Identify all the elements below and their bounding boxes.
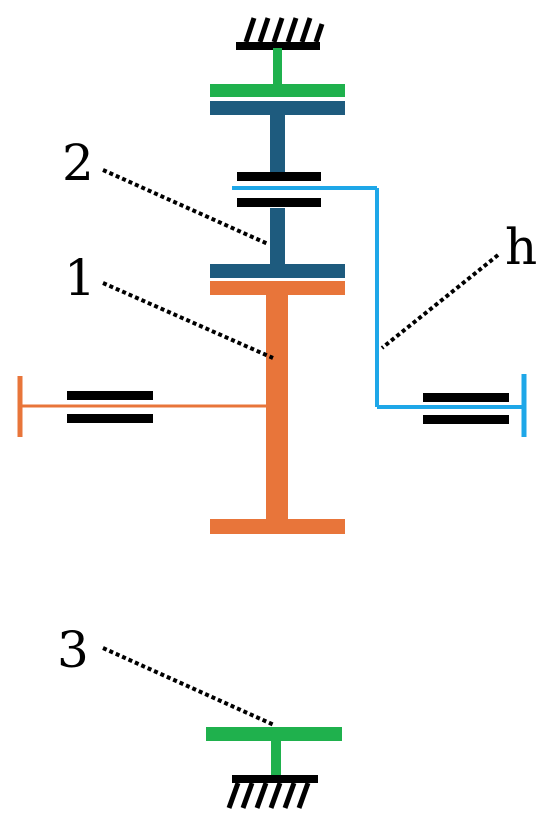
planet-gear-2-bottom-bar: [210, 264, 345, 278]
ring-gear-3-bottom-stem: [271, 741, 281, 777]
planet-gear-2-lower-hub: [270, 208, 285, 266]
left-bearing-bottom: [67, 414, 153, 423]
left-bearing: [67, 391, 153, 423]
leader-line-3: [102, 646, 275, 727]
leader-line-2: [102, 168, 269, 246]
planet-bearing: [237, 172, 321, 207]
planet-gear-2-upper-hub: [270, 115, 285, 175]
sun-gear-1-top-bar: [210, 281, 345, 295]
bottom-ground: [226, 775, 318, 809]
right-bearing: [423, 393, 509, 424]
left-bearing-top: [67, 391, 153, 400]
top-ground: [236, 17, 325, 50]
ring-gear-3-bottom-bar: [206, 727, 342, 741]
ring-gear-3-top-stem: [273, 48, 282, 86]
sun-gear-1: [17, 281, 345, 534]
label-carrier-h: h: [505, 218, 537, 276]
planet-bearing-bottom: [237, 198, 321, 207]
right-bearing-top: [423, 393, 509, 402]
leader-line-1: [102, 281, 274, 360]
label-gear-2: 2: [62, 134, 94, 192]
ring-gear-3-top-bar: [210, 84, 345, 97]
sun-gear-1-bottom-bar: [210, 519, 345, 534]
ring-gear-3-bottom: [206, 727, 342, 777]
label-gear-1: 1: [64, 249, 96, 307]
sun-gear-1-hub: [266, 295, 288, 521]
label-gear-3: 3: [57, 621, 89, 679]
bottom-ground-hatching: [226, 782, 311, 809]
leader-line-h: [380, 253, 500, 350]
top-ground-hatching: [243, 17, 325, 43]
planet-gear-2: [210, 101, 345, 278]
planet-gear-2-top-bar: [210, 101, 345, 115]
ring-gear-3-top: [210, 48, 345, 97]
carrier-h: [232, 186, 527, 437]
right-bearing-bottom: [423, 415, 509, 424]
planet-bearing-top: [237, 172, 321, 181]
